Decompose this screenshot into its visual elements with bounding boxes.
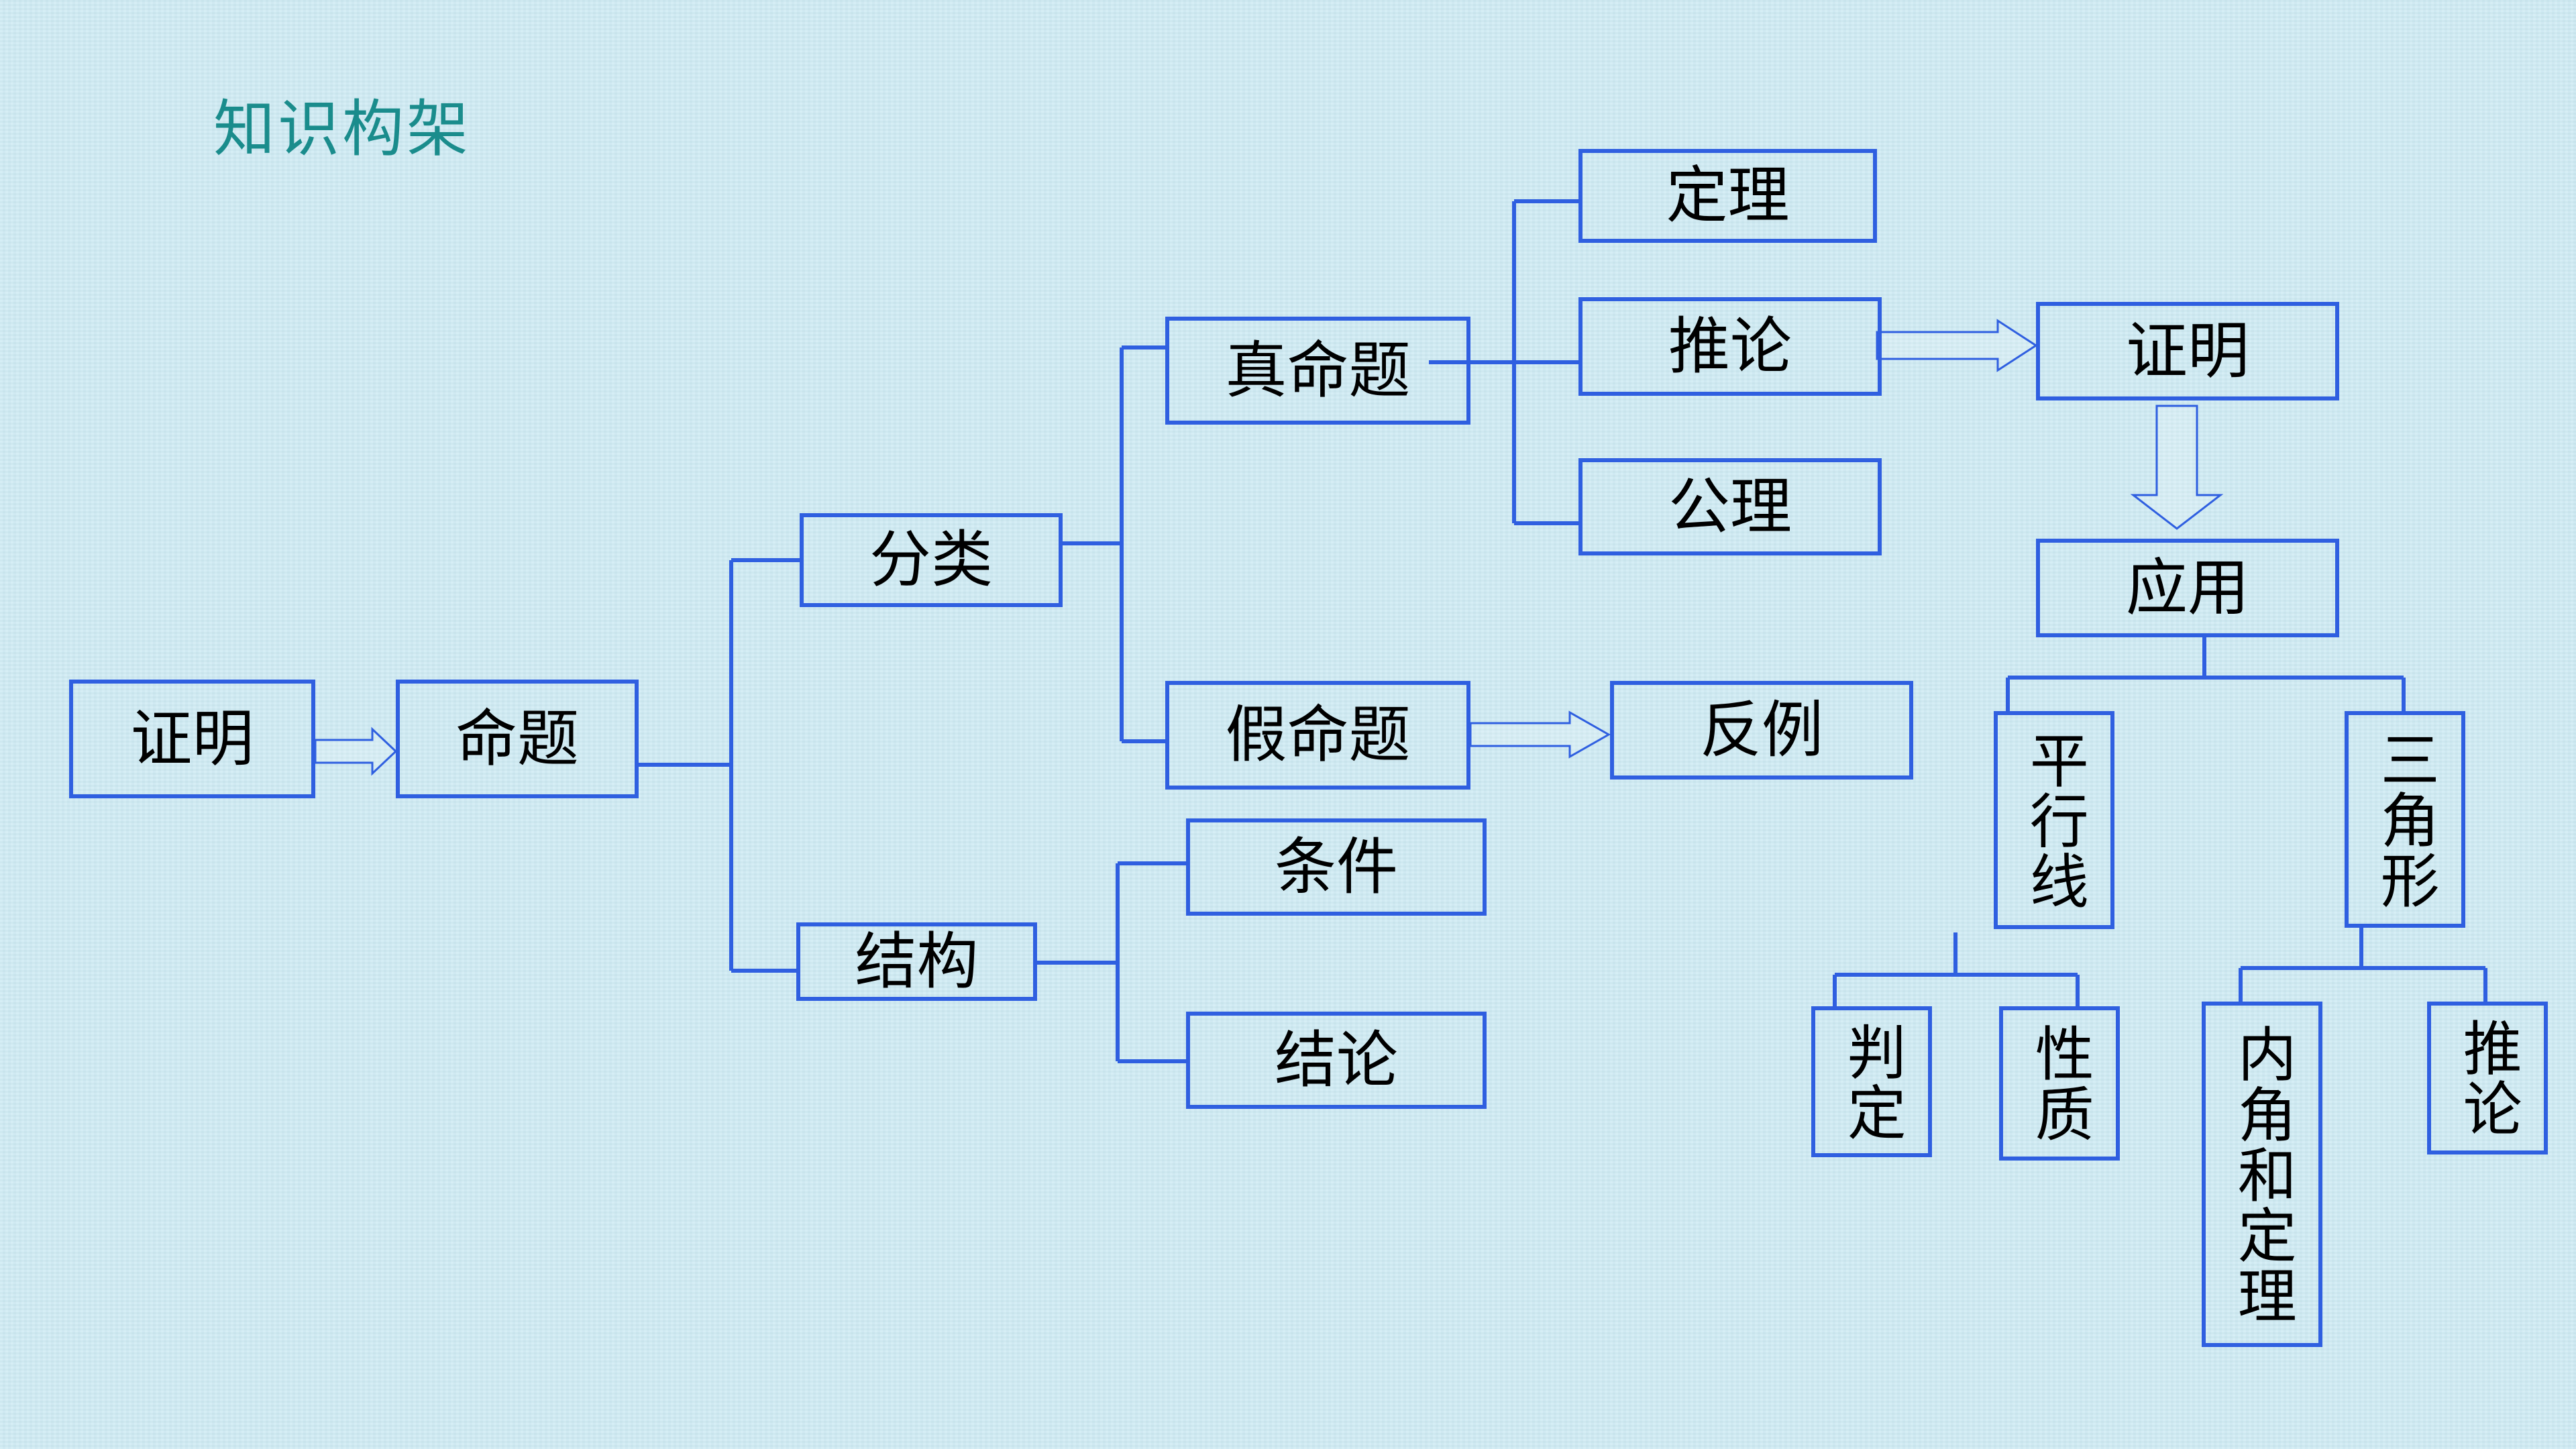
node-parallel-lines: 平行线: [1994, 711, 2114, 929]
arrow-false-to-counterexample: [1469, 710, 1611, 759]
node-angle-sum-theorem: 内角和定理: [2202, 1002, 2322, 1347]
node-axiom: 公理: [1578, 458, 1882, 555]
node-proof: 证明: [2036, 302, 2339, 400]
connector-proposition: [639, 558, 800, 973]
node-counterexample: 反例: [1610, 681, 1913, 780]
diagram-title: 知识构架: [213, 93, 472, 165]
node-condition: 条件: [1186, 818, 1487, 916]
node-structure: 结构: [796, 922, 1037, 1001]
node-properties: 性质: [1999, 1006, 2120, 1161]
connector-structure: [1037, 861, 1186, 1063]
connector-parallel: [1833, 932, 2080, 1006]
node-criteria: 判定: [1811, 1006, 1932, 1157]
node-true-prop: 真命题: [1165, 317, 1470, 425]
node-triangle: 三角形: [2345, 711, 2465, 928]
connector-triangle: [2239, 928, 2487, 1002]
connector-true-prop: [1429, 199, 1578, 525]
arrow-proof-to-application: [2130, 405, 2224, 530]
node-false-prop: 假命题: [1165, 681, 1470, 790]
node-conclusion: 结论: [1186, 1012, 1487, 1109]
arrow-corollary-to-proof: [1876, 319, 2038, 372]
node-classification: 分类: [800, 513, 1063, 607]
node-application: 应用: [2036, 539, 2339, 637]
node-proposition: 命题: [396, 680, 639, 798]
node-theorem: 定理: [1578, 149, 1877, 243]
node-tri-corollary: 推论: [2427, 1002, 2548, 1155]
connector-classification: [1063, 345, 1165, 743]
arrow-proof-to-proposition: [314, 727, 398, 776]
node-corollary: 推论: [1578, 297, 1882, 396]
connector-application: [2006, 637, 2406, 711]
node-proof-root: 证明: [69, 680, 315, 798]
